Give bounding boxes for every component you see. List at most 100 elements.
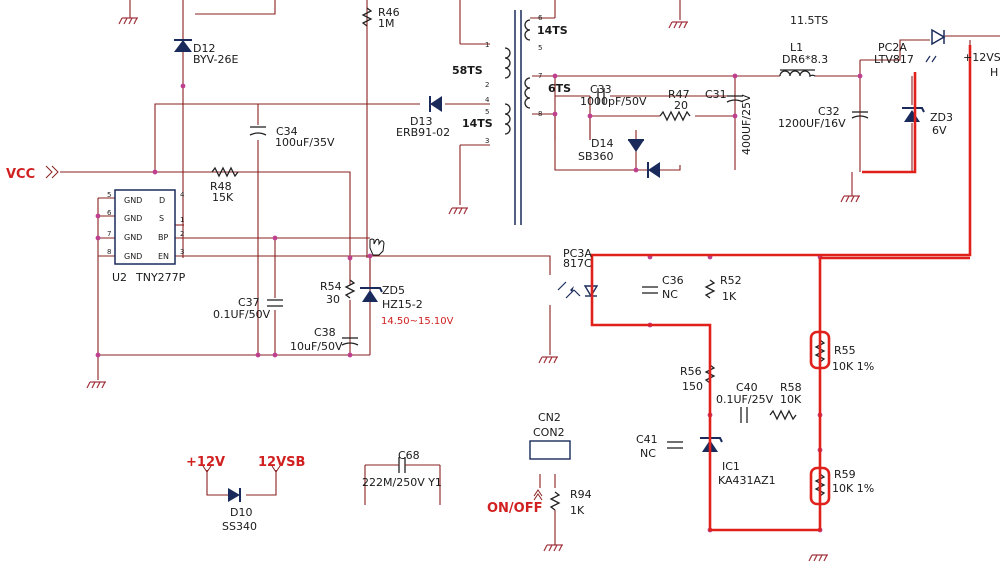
ground-symbols	[86, 17, 861, 562]
svg-text:5: 5	[107, 191, 111, 199]
c31-capacitor-symbol	[726, 95, 744, 103]
pc2a-optocoupler-symbol	[925, 28, 946, 63]
svg-text:1: 1	[180, 216, 184, 224]
d12-ref: D12	[193, 42, 215, 55]
svg-text:3: 3	[180, 248, 184, 256]
r59-resistor-symbol	[814, 473, 826, 497]
r55-resistor-symbol	[814, 339, 826, 363]
u2-pin-gnd4: GND	[124, 252, 142, 261]
d13-value: ERB91-02	[396, 126, 450, 139]
c38-ref: C38	[314, 326, 336, 339]
svg-text:7: 7	[107, 230, 111, 238]
u2-pin-gnd2: GND	[124, 214, 142, 223]
u2-value: TNY277P	[135, 271, 186, 284]
d10-ref: D10	[230, 506, 252, 519]
r56-ref: R56	[680, 365, 702, 378]
d12-diode-symbol	[174, 39, 192, 52]
zd3-zener-symbol	[902, 107, 925, 122]
r94-ref: R94	[570, 488, 592, 501]
c32-ref: C32	[818, 105, 840, 118]
zd3-value: 6V	[932, 124, 947, 137]
zd5-note: 14.50~15.10V	[381, 316, 454, 327]
c68-value: 222M/250V Y1	[362, 476, 442, 489]
d13-ref: D13	[410, 115, 432, 128]
schematic-labels: VCC +12V 12VSB ON/OFF +12VS H 11.5TS 58T…	[6, 6, 1000, 533]
turns-58-label: 58TS	[452, 64, 483, 77]
r48-value: 15K	[212, 191, 234, 204]
pc2a-value: LTV817	[874, 53, 914, 66]
plus12vs-label: +12VS	[963, 51, 1000, 64]
c40-capacitor-symbol	[740, 407, 748, 423]
d14-diode-symbol	[628, 139, 660, 178]
c37-capacitor-symbol	[267, 299, 283, 307]
c36-ref: C36	[662, 274, 684, 287]
hand-cursor-icon	[369, 238, 385, 256]
c32-capacitor-symbol	[851, 111, 869, 119]
u2-pin-gnd3: GND	[124, 233, 142, 242]
r48-ref: R48	[210, 180, 232, 193]
d12-value: BYV-26E	[193, 53, 239, 66]
svg-text:1: 1	[485, 41, 489, 49]
r48-resistor-symbol	[211, 166, 239, 178]
svg-text:4: 4	[180, 191, 185, 199]
c34-capacitor-symbol	[249, 126, 267, 136]
c40-ref: C40	[736, 381, 758, 394]
c68-capacitor-symbol	[364, 457, 441, 505]
c31-ref: C31	[705, 88, 727, 101]
cn2-connector-symbol	[529, 440, 571, 501]
vcc-port-arrow	[45, 165, 59, 179]
r54-ref: R54	[320, 280, 342, 293]
r47-value: 20	[674, 99, 688, 112]
zd3-ref: ZD3	[930, 111, 953, 124]
r59-value: 10K 1%	[832, 482, 874, 495]
u2-ref: U2	[112, 271, 127, 284]
svg-text:3: 3	[485, 137, 489, 145]
h-label: H	[990, 66, 998, 79]
c34-ref: C34	[276, 125, 298, 138]
c37-ref: C37	[238, 296, 260, 309]
pc2a-ref: PC2A	[878, 41, 907, 54]
c34-value: 100uF/35V	[275, 136, 335, 149]
r58-ref: R58	[780, 381, 802, 394]
svg-text:5: 5	[485, 108, 489, 116]
c36-capacitor-symbol	[642, 286, 658, 294]
plus12v-label: +12V	[186, 455, 225, 470]
r55-ref: R55	[834, 344, 856, 357]
u2-pin-gnd1: GND	[124, 196, 142, 205]
r58-resistor-symbol	[769, 409, 797, 421]
d10-value: SS340	[222, 520, 257, 533]
u2-ic-body	[114, 189, 176, 265]
r58-value: 10K	[780, 393, 802, 406]
c36-value: NC	[662, 288, 678, 301]
l1-value: DR6*8.3	[782, 53, 828, 66]
svg-text:6: 6	[107, 209, 112, 217]
u2-pin-bp: BP	[158, 233, 168, 242]
l1-inductor-symbol	[779, 69, 816, 78]
svg-text:5: 5	[538, 44, 542, 52]
r55-value: 10K 1%	[832, 360, 874, 373]
pc3a-value: 817C	[563, 257, 592, 270]
c31-value: 400UF/25V	[740, 94, 753, 155]
r52-resistor-symbol	[704, 279, 716, 299]
turns-14b-label: 14TS	[462, 117, 493, 130]
u2-pin-d: D	[159, 196, 165, 205]
svg-text:7: 7	[538, 72, 542, 80]
u2-pin-s: S	[159, 214, 164, 223]
zd5-ref: ZD5	[382, 284, 405, 297]
c41-value: NC	[640, 447, 656, 460]
zd5-value: HZ15-2	[382, 298, 423, 311]
r59-ref: R59	[834, 468, 856, 481]
ic1-ref: IC1	[722, 460, 740, 473]
r94-resistor-symbol	[549, 491, 561, 545]
cn2-value: CON2	[533, 426, 565, 439]
r46-resistor-symbol	[361, 7, 373, 27]
svg-text:8: 8	[538, 110, 542, 118]
c37-value: 0.1UF/50V	[213, 308, 271, 321]
r54-value: 30	[326, 293, 340, 306]
c38-capacitor-symbol	[341, 337, 359, 346]
c38-value: 10uF/50V	[290, 340, 343, 353]
svg-text:4: 4	[485, 96, 490, 104]
cn2-ref: CN2	[538, 411, 561, 424]
